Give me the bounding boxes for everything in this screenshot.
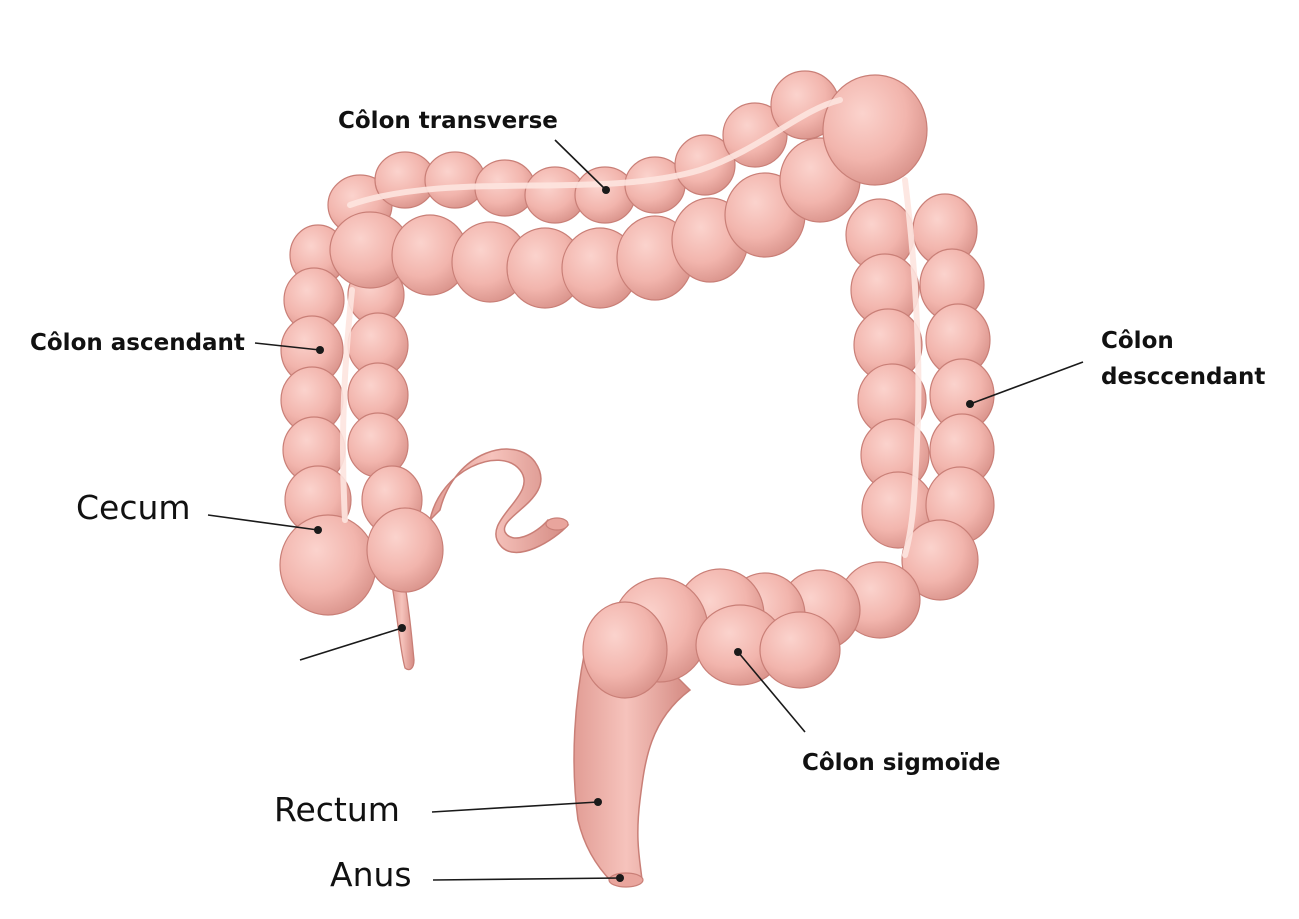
- descending-colon-pouch: [901, 519, 979, 601]
- colon-body: [279, 70, 995, 888]
- label-cecum: Cecum: [76, 488, 191, 527]
- transverse-colon-pouch: [574, 166, 636, 224]
- leader-sigmoid: [737, 651, 806, 733]
- leader-ascending: [254, 342, 321, 351]
- leader-descending: [969, 361, 1084, 405]
- ileum-opening: [545, 517, 569, 531]
- leader-anus: [432, 877, 621, 881]
- leader-descending-dot: [966, 400, 974, 408]
- sigmoid-colon-pouch: [582, 601, 668, 699]
- cecum-pouch: [279, 514, 377, 616]
- taenia-bands: [339, 97, 922, 558]
- label-transverse-colon: Côlon transverse: [338, 108, 558, 134]
- splenic-flexure-pouch: [822, 74, 928, 186]
- leader-anus-dot: [616, 874, 624, 882]
- leader-cecum-dot: [314, 526, 322, 534]
- label-anus: Anus: [330, 855, 412, 894]
- taenia-transverse: [347, 97, 843, 208]
- label-rectum: Rectum: [274, 790, 400, 829]
- leader-appendix-dot: [398, 624, 406, 632]
- taenia-ascending: [339, 287, 355, 523]
- label-descending-colon-line1: Côlon: [1101, 328, 1174, 354]
- label-ascending-colon: Côlon ascendant: [30, 330, 245, 356]
- taenia-descending: [902, 177, 922, 558]
- leader-ascending-dot: [316, 346, 324, 354]
- leader-sigmoid-dot: [734, 648, 742, 656]
- anal-opening: [608, 872, 644, 888]
- small-intestine-stub: [428, 448, 570, 554]
- leader-rectum-dot: [594, 798, 602, 806]
- label-sigmoid-colon: Côlon sigmoïde: [802, 750, 1001, 776]
- label-descending-colon-line2: desccendant: [1101, 364, 1266, 390]
- leader-transverse: [554, 139, 607, 191]
- transverse-colon-pouch: [674, 134, 736, 196]
- sigmoid-colon-pouch: [759, 611, 841, 689]
- cecum-pouch: [366, 507, 444, 593]
- leader-cecum: [207, 514, 319, 531]
- leader-appendix: [299, 627, 403, 661]
- leader-lines: [207, 139, 1084, 882]
- leader-rectum: [431, 801, 599, 813]
- leader-transverse-dot: [602, 186, 610, 194]
